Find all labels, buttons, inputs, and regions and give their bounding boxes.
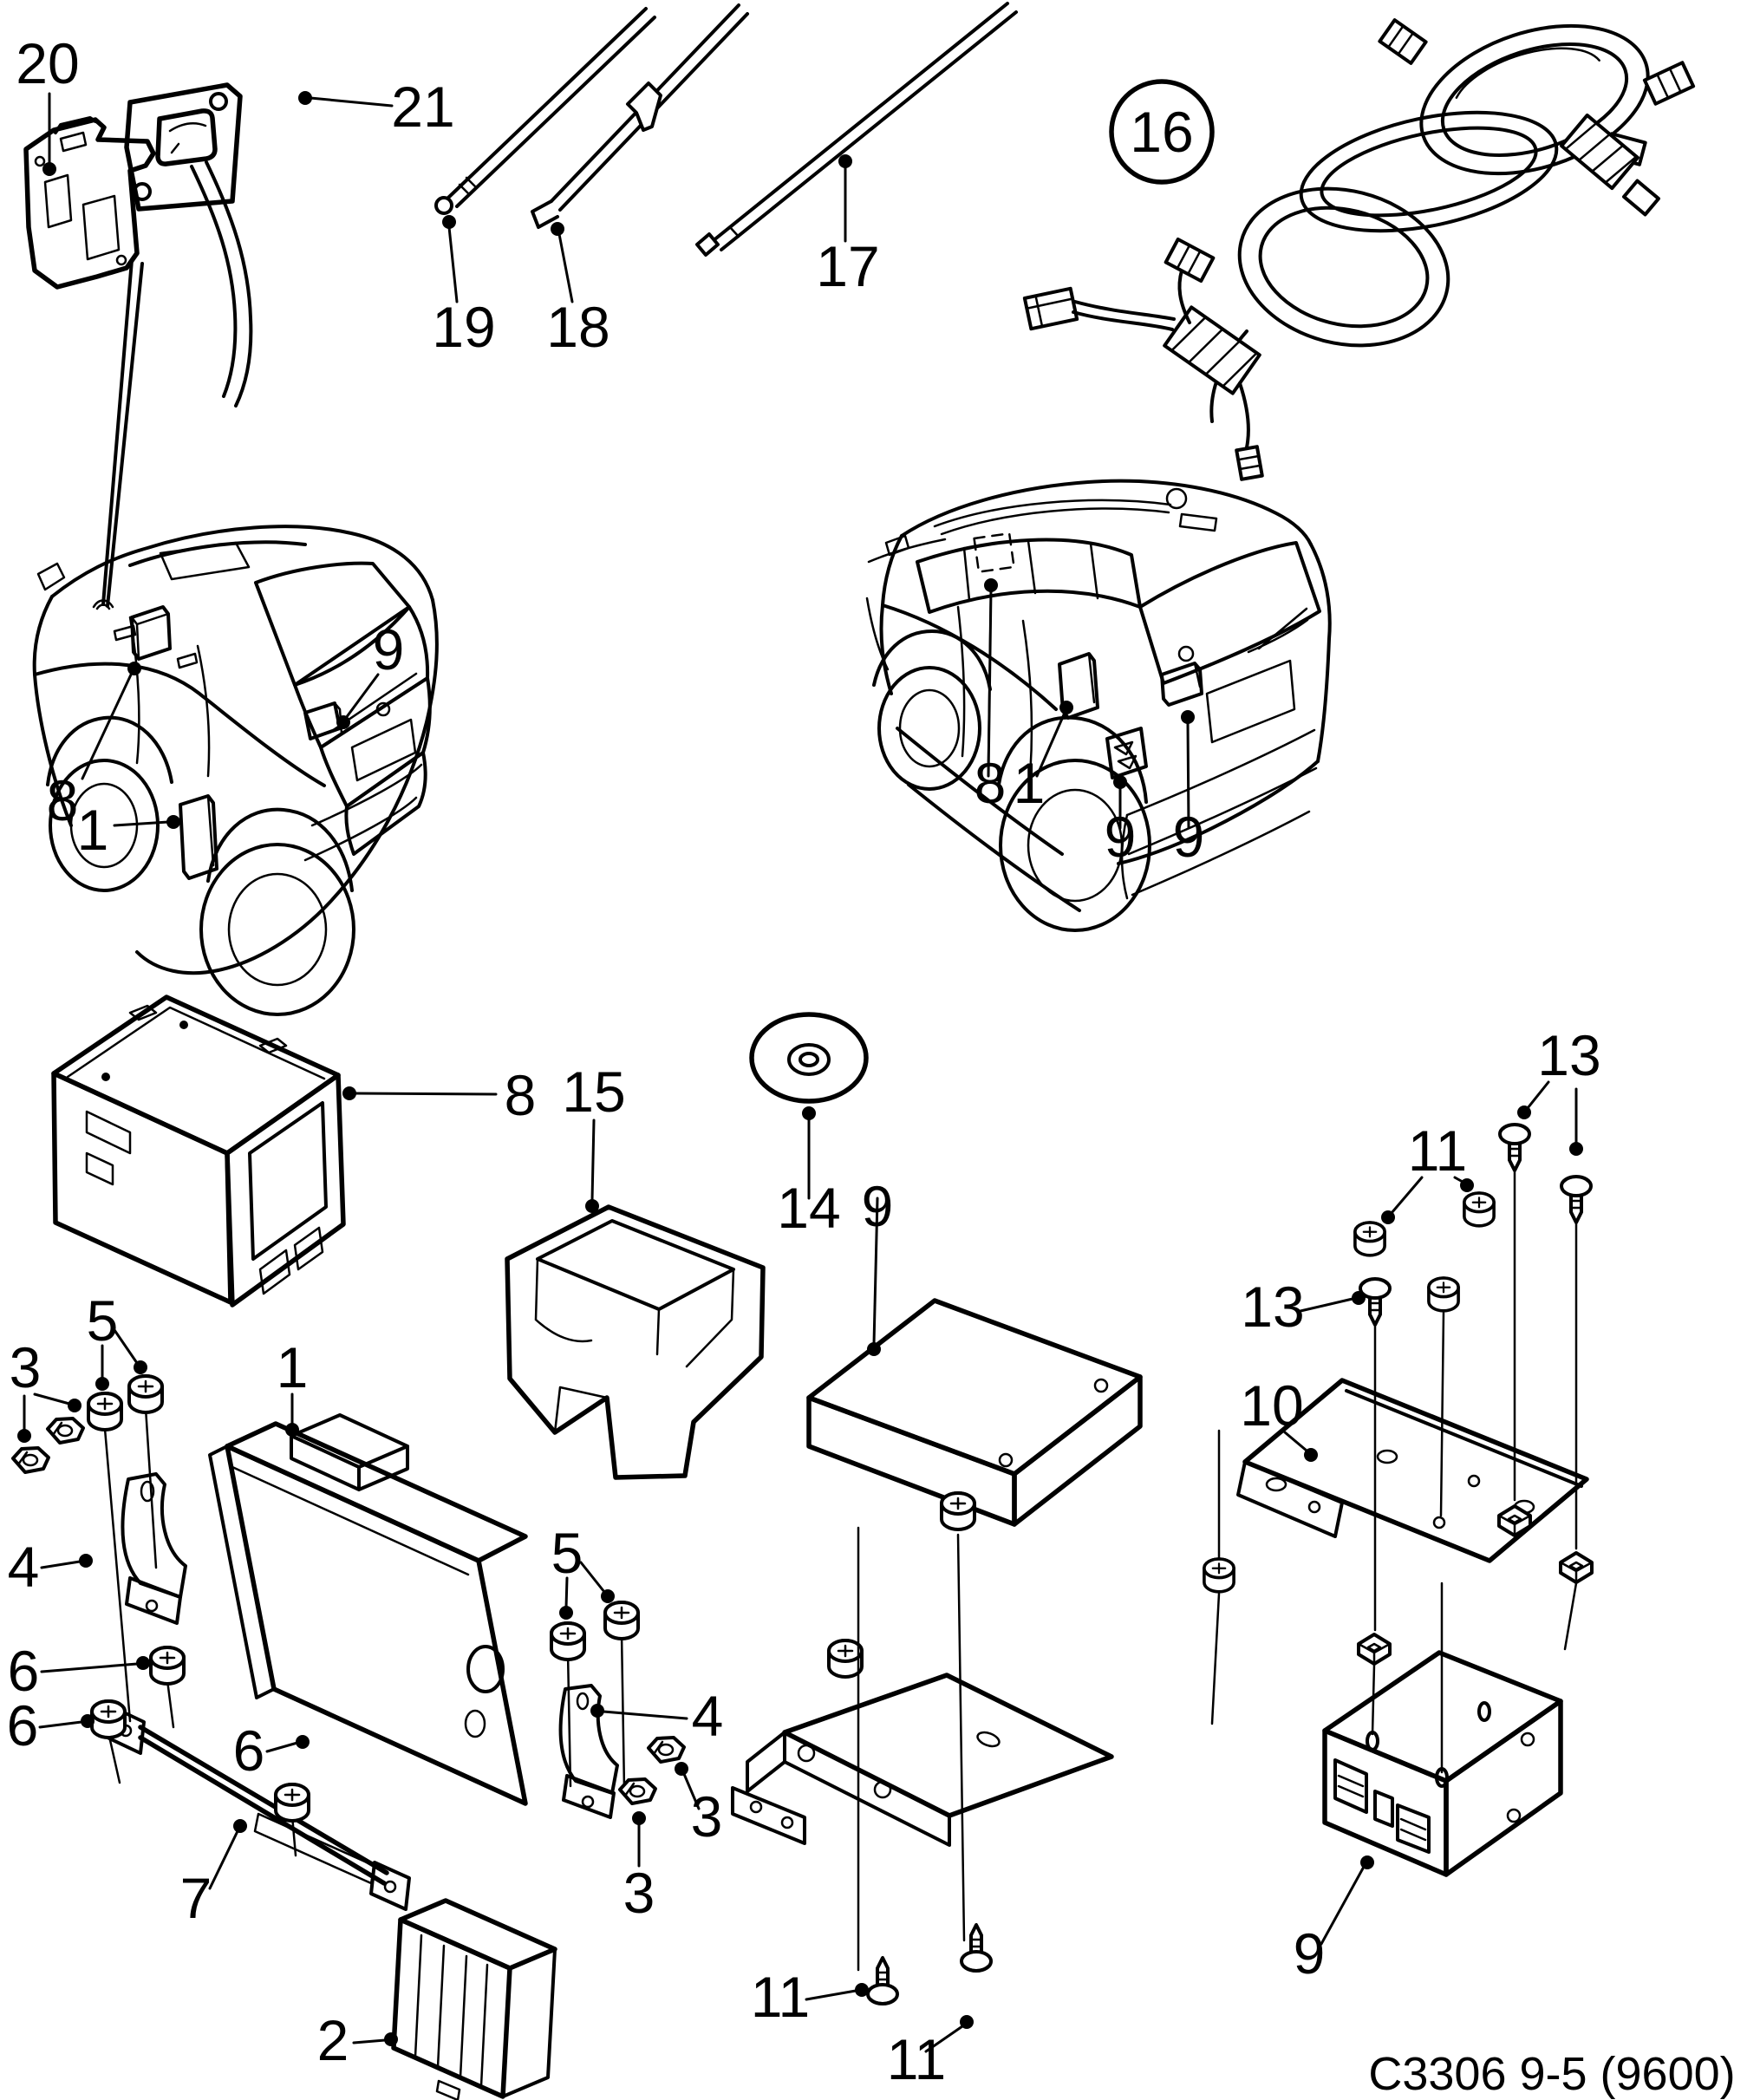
callout-5-top: 5 xyxy=(87,1288,119,1353)
callout-19: 19 xyxy=(432,295,495,359)
callout-11-mid-a: 11 xyxy=(751,1965,811,2029)
cover-15-drawing xyxy=(505,1204,766,1480)
callout-5-right: 5 xyxy=(551,1521,583,1585)
callout-1-module: 1 xyxy=(277,1335,309,1399)
callout-9-wagon-hatch: 9 xyxy=(1173,805,1205,869)
antenna-rod-18-drawing xyxy=(531,3,749,229)
antenna-rod-17-drawing xyxy=(695,2,1018,257)
callout-14: 14 xyxy=(777,1176,840,1240)
callout-6-c: 6 xyxy=(233,1718,265,1783)
callout-11-mid-b: 11 xyxy=(887,2027,947,2091)
callout-17: 17 xyxy=(816,234,879,298)
callout-18: 18 xyxy=(546,295,609,359)
car-wagon-drawing xyxy=(865,479,1332,932)
wagon-bumper-module-box xyxy=(1105,727,1148,779)
callout-15: 15 xyxy=(562,1060,625,1124)
callout-4-left: 4 xyxy=(8,1535,40,1599)
module-9-right-drawing xyxy=(1322,1650,1563,1877)
car-sedan-drawing xyxy=(32,258,439,1016)
part-16-badge-circle xyxy=(1109,79,1215,185)
callout-4-right: 4 xyxy=(692,1684,724,1748)
wagon-window-module-dashed-box xyxy=(973,532,1015,573)
callout-6-b: 6 xyxy=(7,1693,39,1758)
bracket-middle-drawing xyxy=(731,1526,1114,2005)
callout-20: 20 xyxy=(16,31,79,95)
radio-unit-8-drawing xyxy=(51,995,346,1308)
callout-1-sedan: 1 xyxy=(77,798,109,862)
module-1-assembly-drawing xyxy=(11,1374,686,1911)
module-9-middle-drawing xyxy=(806,1298,1143,1679)
callout-labels: 20 21 19 18 17 16 8 1 9 8 1 9 9 8 15 14 … xyxy=(7,31,1601,2091)
cd-disc-14-drawing xyxy=(749,1012,869,1104)
callout-9-sedan: 9 xyxy=(373,617,405,682)
callout-9-middle: 9 xyxy=(862,1174,894,1238)
callout-8-radio: 8 xyxy=(505,1063,537,1127)
callout-2: 2 xyxy=(317,2008,349,2072)
diagram-code: C3306 9-5 (9600) xyxy=(1368,2048,1735,2100)
amplifier-2-drawing xyxy=(391,1898,557,2100)
callout-3-topleft: 3 xyxy=(10,1335,42,1399)
callout-16: 16 xyxy=(1130,100,1193,164)
harness-kit-16-drawing xyxy=(1022,18,1696,481)
bracket-4-left xyxy=(121,1472,187,1599)
callout-7: 7 xyxy=(180,1866,212,1930)
antenna-rod-19-drawing xyxy=(434,7,656,215)
callout-13-left: 13 xyxy=(1241,1275,1304,1339)
callout-13-top: 13 xyxy=(1537,1023,1600,1087)
callout-8-sedan: 8 xyxy=(47,768,79,832)
callout-21: 21 xyxy=(391,75,454,139)
callout-9-wagon-bumper: 9 xyxy=(1105,805,1137,869)
callout-9-right: 9 xyxy=(1294,1921,1326,1986)
callout-6-a: 6 xyxy=(8,1639,40,1703)
bracket-10-group-drawing xyxy=(1203,1123,1594,1774)
callout-11-right: 11 xyxy=(1408,1118,1468,1183)
sedan-dash-unit-box xyxy=(130,605,172,661)
rail-7 xyxy=(138,1725,389,1886)
gps-antenna-21-drawing xyxy=(124,82,253,408)
leader-lines xyxy=(17,91,1583,2053)
callout-3-right1: 3 xyxy=(691,1784,723,1849)
callout-1-wagon: 1 xyxy=(1014,751,1046,815)
callout-8-wagon: 8 xyxy=(975,751,1007,815)
callout-10: 10 xyxy=(1240,1373,1303,1438)
antenna-module-20-drawing xyxy=(23,116,156,290)
sedan-shelf-module-box xyxy=(303,701,342,740)
callout-3-right2: 3 xyxy=(623,1861,655,1925)
